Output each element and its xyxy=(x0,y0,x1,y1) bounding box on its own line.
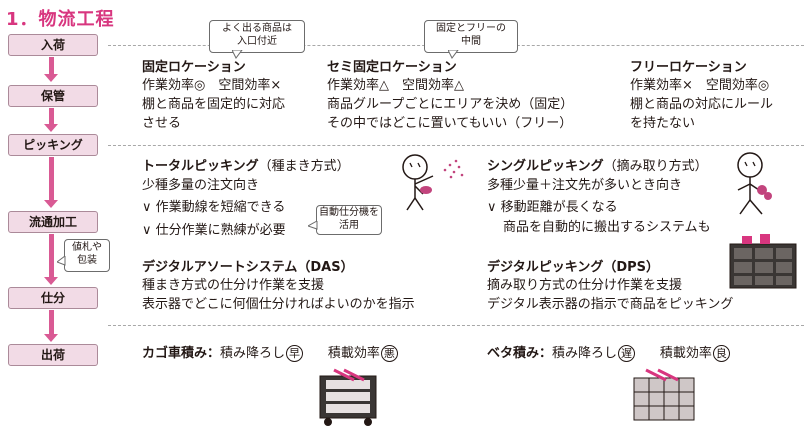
step-receiving: 入荷 xyxy=(8,34,98,56)
kago-loading: カゴ車積み：積み降ろし早 積載効率悪 xyxy=(142,344,398,363)
flow-arrow xyxy=(49,108,54,125)
note-pointer xyxy=(308,221,318,230)
note-auto-sorter: 自動仕分機を活用 xyxy=(316,205,382,235)
fixed-location-desc: 棚と商品を固定的に対応 xyxy=(142,97,286,112)
step-sorting: 仕分 xyxy=(8,287,98,309)
flow-arrowhead xyxy=(44,334,58,342)
das-desc-2: 表示器でどこに何個仕分ければよいのかを指示 xyxy=(142,297,415,312)
total-picking-point-2: ∨ 仕分作業に熟練が必要 xyxy=(142,223,286,238)
total-picking-title: トータルピッキング（種まき方式） xyxy=(142,159,350,174)
processing-note-pointer xyxy=(57,256,66,266)
fixed-location-desc-2: させる xyxy=(142,116,182,131)
total-picking-desc: 少種多量の注文向き xyxy=(142,178,260,193)
semi-fixed-title: セミ固定ロケーション xyxy=(327,60,457,75)
divider xyxy=(108,325,804,326)
page-title: 1．物流工程 xyxy=(6,9,115,30)
free-location-desc: 棚と商品の対応にルール xyxy=(630,97,774,112)
single-picking-title: シングルピッキング（摘み取り方式） xyxy=(487,159,708,174)
worker-sowing-illustration xyxy=(402,154,464,211)
flow-arrow xyxy=(49,234,54,278)
shelf-illustration xyxy=(729,234,797,289)
stacked-boxes-illustration xyxy=(633,368,695,421)
dps-title: デジタルピッキング（DPS） xyxy=(487,260,660,275)
step-processing: 流通加工 xyxy=(8,211,98,233)
single-picking-point-1: ∨ 移動距離が長くなる xyxy=(487,200,618,215)
fixed-location-title: 固定ロケーション xyxy=(142,60,246,75)
note-fixed-location: よく出る商品は入口付近 xyxy=(209,20,305,53)
step-storage: 保管 xyxy=(8,85,98,107)
free-location-desc-2: を持たない xyxy=(630,116,696,131)
free-location-efficiency: 作業効率× 空間効率◎ xyxy=(630,78,770,93)
single-picking-desc: 多種少量＋注文先が多いとき向き xyxy=(487,178,683,193)
single-picking-point-2: 商品を自動的に搬出するシステムも xyxy=(503,220,711,235)
step-shipping: 出荷 xyxy=(8,344,98,366)
das-desc-1: 種まき方式の仕分け作業を支援 xyxy=(142,278,325,293)
processing-note: 値札や包装 xyxy=(64,239,110,272)
free-location-title: フリーロケーション xyxy=(630,60,747,75)
dps-desc-1: 摘み取り方式の仕分け作業を支援 xyxy=(487,278,683,293)
dps-desc-2: デジタル表示器の指示で商品をピッキング xyxy=(487,297,734,312)
worker-picking-illustration xyxy=(737,152,772,215)
note-pointer xyxy=(448,50,459,59)
semi-fixed-efficiency: 作業効率△ 空間効率△ xyxy=(327,78,464,93)
flow-arrowhead xyxy=(44,124,58,132)
semi-fixed-desc: 商品グループごとにエリアを決め（固定） xyxy=(327,97,574,112)
note-pointer xyxy=(232,50,243,59)
total-picking-point-1: ∨ 作業動線を短縮できる xyxy=(142,200,286,215)
flow-arrow xyxy=(49,310,54,335)
semi-fixed-desc-2: その中ではどこに置いてもいい（フリー） xyxy=(327,116,573,131)
step-picking: ピッキング xyxy=(8,134,98,156)
flow-arrow xyxy=(49,57,54,75)
fixed-location-efficiency: 作業効率◎ 空間効率× xyxy=(142,78,282,93)
cage-cart-illustration xyxy=(319,368,377,426)
beta-loading: ベタ積み：積み降ろし遅 積載効率良 xyxy=(487,344,730,363)
flow-arrowhead xyxy=(44,200,58,208)
flow-arrow xyxy=(49,157,54,201)
flow-arrowhead xyxy=(44,74,58,82)
divider xyxy=(108,145,804,146)
note-semi-fixed: 固定とフリーの中間 xyxy=(424,20,518,53)
flow-arrowhead xyxy=(44,277,58,285)
das-title: デジタルアソートシステム（DAS） xyxy=(142,260,354,275)
